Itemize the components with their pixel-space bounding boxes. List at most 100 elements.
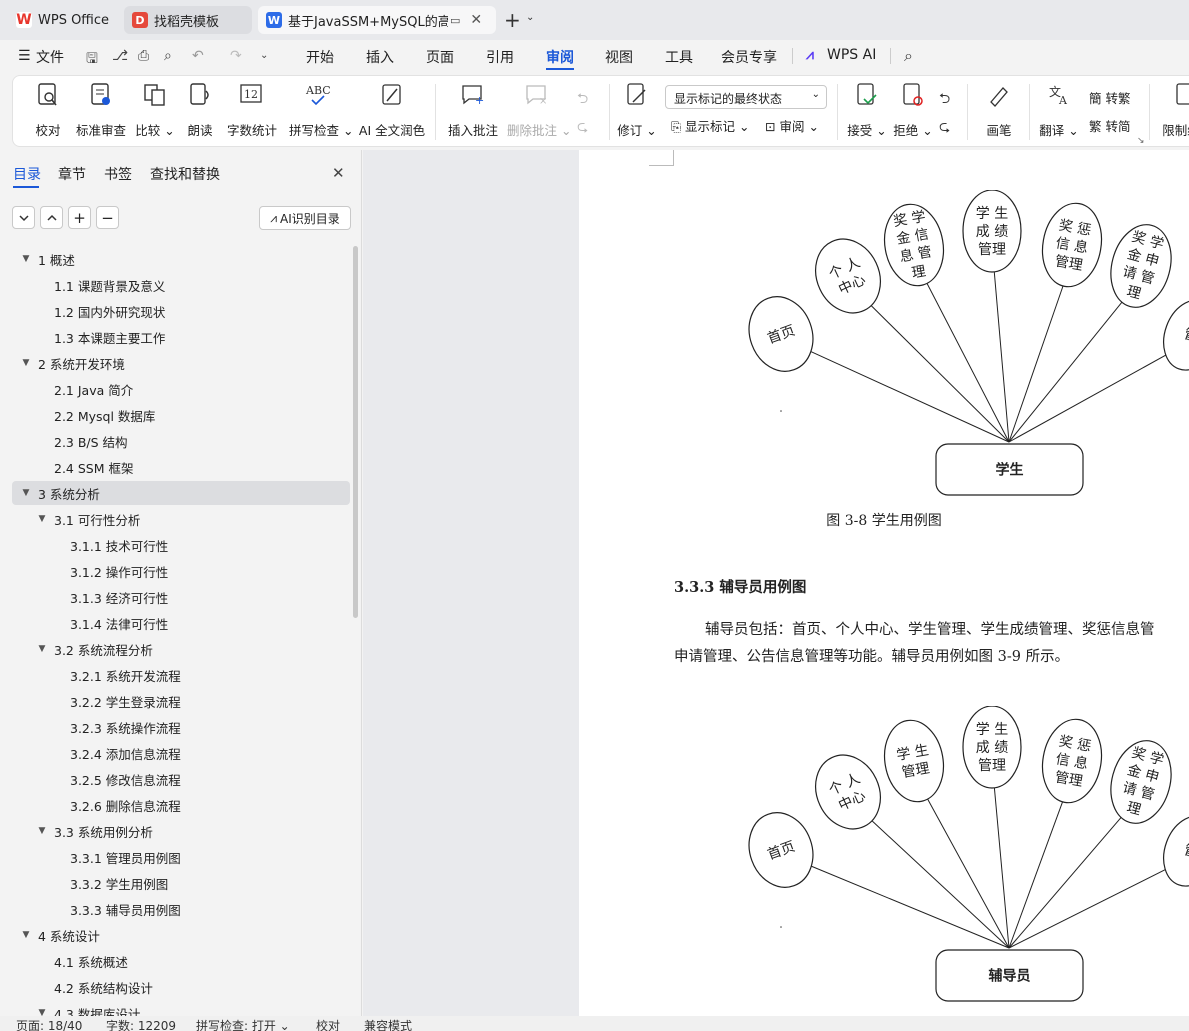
tab-wps-office[interactable]: W WPS Office <box>8 6 120 34</box>
review-pane-button[interactable]: ⊡ 审阅 ⌄ <box>765 119 819 134</box>
to-traditional-button[interactable]: 簡 转繁 <box>1089 91 1131 106</box>
remove-heading-button[interactable]: − <box>96 206 119 229</box>
nav-tab-toc[interactable]: 目录 <box>13 167 41 183</box>
toc-item[interactable]: 4.1 系统概述 <box>12 949 350 973</box>
toc-item[interactable]: 2.4 SSM 框架 <box>12 455 350 479</box>
toc-item[interactable]: 3.3.2 学生用例图 <box>12 871 350 895</box>
menu-references[interactable]: 引用 <box>486 50 514 66</box>
toc-item[interactable]: ▼2 系统开发环境 <box>12 351 350 375</box>
next-comment-icon[interactable]: ⮎ <box>577 119 589 135</box>
new-tab-icon[interactable]: + <box>504 8 521 32</box>
chevron-down-icon[interactable]: ⌄ <box>526 12 535 23</box>
page-indicator[interactable]: 页面: 18/40 <box>16 1019 83 1031</box>
menu-view[interactable]: 视图 <box>605 50 633 66</box>
toc-item[interactable]: 1.3 本课题主要工作 <box>12 325 350 349</box>
spell-check-button[interactable]: ABC 拼写检查 ⌄ <box>289 80 353 139</box>
expand-triangle-icon[interactable]: ▼ <box>22 254 30 264</box>
toc-item[interactable]: ▼3.1 可行性分析 <box>12 507 350 531</box>
expand-up-button[interactable] <box>40 206 63 229</box>
nav-tab-sections[interactable]: 章节 <box>58 167 86 183</box>
standard-review-button[interactable]: 标准审查 <box>75 80 127 139</box>
tab-document-active[interactable]: W 基于JavaSSM+MySQL的高校 ▭ ✕ <box>258 6 496 34</box>
collapse-all-button[interactable] <box>12 206 35 229</box>
link-icon[interactable]: ⎇ <box>112 48 129 64</box>
to-simplified-button[interactable]: 繁 转简 <box>1089 119 1131 134</box>
markup-state-select[interactable]: 显示标记的最终状态 ⌄ <box>665 85 827 109</box>
add-heading-button[interactable]: + <box>68 206 91 229</box>
toc-item[interactable]: 3.2.2 学生登录流程 <box>12 689 350 713</box>
prev-comment-icon[interactable]: ⮌ <box>577 91 589 107</box>
expand-triangle-icon[interactable]: ▼ <box>22 488 30 498</box>
nav-tab-bookmarks[interactable]: 书签 <box>104 167 132 183</box>
expand-triangle-icon[interactable]: ▼ <box>38 826 46 836</box>
expand-triangle-icon[interactable]: ▼ <box>38 1008 46 1018</box>
toc-item[interactable]: 2.3 B/S 结构 <box>12 429 350 453</box>
word-count-button[interactable]: 12 字数统计 <box>227 80 277 139</box>
tab-docer-templates[interactable]: D 找稻壳模板 <box>124 6 252 34</box>
toc-item[interactable]: 3.2.4 添加信息流程 <box>12 741 350 765</box>
pen-button[interactable]: 画笔 <box>985 80 1013 139</box>
toc-item[interactable]: 3.2.1 系统开发流程 <box>12 663 350 687</box>
toc-item[interactable]: ▼3.2 系统流程分析 <box>12 637 350 661</box>
close-tab-icon[interactable]: ✕ <box>470 12 483 28</box>
menu-home[interactable]: 开始 <box>306 50 334 66</box>
proofread-status[interactable]: 校对 <box>316 1019 341 1031</box>
redo-icon[interactable]: ↷ <box>230 48 242 64</box>
menu-member[interactable]: 会员专享 <box>721 50 777 66</box>
close-pane-icon[interactable]: ✕ <box>332 164 345 182</box>
dialog-launcher-icon[interactable]: ↘ <box>1137 136 1145 146</box>
print-icon[interactable]: ⎙ <box>138 48 150 64</box>
toc-scrollbar[interactable] <box>353 246 358 618</box>
toc-item[interactable]: 3.1.1 技术可行性 <box>12 533 350 557</box>
search-icon[interactable]: ⌕ <box>904 46 913 65</box>
toc-item[interactable]: ▼4 系统设计 <box>12 923 350 947</box>
reject-button[interactable]: 拒绝 ⌄ <box>893 80 933 139</box>
document-page[interactable]: 首页个 人中心奖 学金 信息 管理学 生成 绩管理奖 惩信 息管理奖 学金 申请… <box>579 150 1189 1016</box>
read-aloud-button[interactable]: 朗读 <box>187 80 213 139</box>
proofread-button[interactable]: 校对 <box>35 80 61 139</box>
toc-item[interactable]: 3.1.4 法律可行性 <box>12 611 350 635</box>
track-changes-button[interactable]: 修订 ⌄ <box>617 80 657 139</box>
delete-comment-button[interactable]: × 删除批注 ⌄ <box>507 80 571 139</box>
ai-polish-button[interactable]: AI 全文润色 <box>357 80 427 139</box>
toc-item[interactable]: ▼3 系统分析 <box>12 481 350 505</box>
menu-tools[interactable]: 工具 <box>665 50 693 66</box>
hamburger-icon[interactable]: ☰ <box>18 48 31 64</box>
toc-item[interactable]: 3.2.5 修改信息流程 <box>12 767 350 791</box>
toc-item[interactable]: 3.3.3 辅导员用例图 <box>12 897 350 921</box>
toc-item[interactable]: 1.2 国内外研究现状 <box>12 299 350 323</box>
restrict-editing-button[interactable]: 限制编 <box>1161 80 1189 139</box>
undo-icon[interactable]: ↶ <box>192 48 204 64</box>
toc-item[interactable]: 2.1 Java 简介 <box>12 377 350 401</box>
toc-item[interactable]: 3.3.1 管理员用例图 <box>12 845 350 869</box>
toc-item[interactable]: 2.2 Mysql 数据库 <box>12 403 350 427</box>
menu-page[interactable]: 页面 <box>426 50 454 66</box>
compare-button[interactable]: 比较 ⌄ <box>135 80 175 139</box>
prev-change-icon[interactable]: ⮌ <box>939 91 951 107</box>
print-preview-icon[interactable]: ⌕ <box>164 48 172 64</box>
ai-toc-button[interactable]: ⩘AI识别目录 <box>259 206 351 230</box>
menu-file[interactable]: 文件 <box>36 50 64 66</box>
toc-item[interactable]: 1.1 课题背景及意义 <box>12 273 350 297</box>
spell-check-status[interactable]: 拼写检查: 打开 ⌄ <box>196 1019 290 1031</box>
nav-tab-find-replace[interactable]: 查找和替换 <box>150 167 220 183</box>
show-markup-button[interactable]: ⎘ 显示标记 ⌄ <box>671 119 750 134</box>
word-count[interactable]: 字数: 12209 <box>106 1019 177 1031</box>
insert-comment-button[interactable]: + 插入批注 <box>447 80 499 139</box>
more-chevron-icon[interactable]: ⌄ <box>260 50 269 61</box>
toc-item[interactable]: 3.2.6 删除信息流程 <box>12 793 350 817</box>
expand-triangle-icon[interactable]: ▼ <box>22 930 30 940</box>
next-change-icon[interactable]: ⮎ <box>939 119 951 135</box>
save-icon[interactable]: 🖫 <box>86 51 98 67</box>
toc-item[interactable]: ▼1 概述 <box>12 247 350 271</box>
expand-triangle-icon[interactable]: ▼ <box>38 644 46 654</box>
menu-insert[interactable]: 插入 <box>366 50 394 66</box>
expand-triangle-icon[interactable]: ▼ <box>38 514 46 524</box>
toc-item[interactable]: 4.2 系统结构设计 <box>12 975 350 999</box>
menu-review[interactable]: 审阅 <box>546 50 574 66</box>
expand-triangle-icon[interactable]: ▼ <box>22 358 30 368</box>
toc-item[interactable]: ▼3.3 系统用例分析 <box>12 819 350 843</box>
toc-item[interactable]: 3.1.3 经济可行性 <box>12 585 350 609</box>
accept-button[interactable]: 接受 ⌄ <box>847 80 887 139</box>
